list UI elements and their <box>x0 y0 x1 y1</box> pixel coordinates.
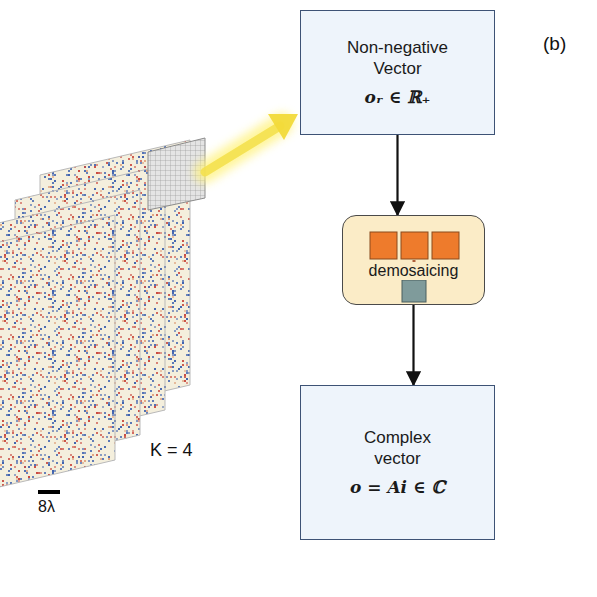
scale-bar <box>38 490 60 494</box>
diffractive-layer <box>0 215 115 495</box>
scale-label: 8λ <box>38 498 55 516</box>
vector-box: Non-negative Vector oᵣ ∈ ℝ₊ <box>300 10 495 135</box>
box-label: demosaicing <box>366 262 462 280</box>
flow-arrow <box>396 135 398 215</box>
light-beam <box>205 114 298 172</box>
flow-arrow <box>412 305 414 385</box>
pixel-icon <box>343 216 486 306</box>
math-expression: oᵣ ∈ ℝ₊ <box>365 87 431 108</box>
math-expression: o = Ai ∈ ℂ <box>350 477 445 498</box>
layer-count: K = 4 <box>150 440 193 461</box>
demosaicing-box: demosaicing <box>342 215 485 305</box>
box-label: Complex vector <box>343 427 453 469</box>
vector-box: Complex vector o = Ai ∈ ℂ <box>300 385 495 540</box>
box-label: Non-negative Vector <box>323 37 473 79</box>
panel-letter: (b) <box>543 33 566 55</box>
